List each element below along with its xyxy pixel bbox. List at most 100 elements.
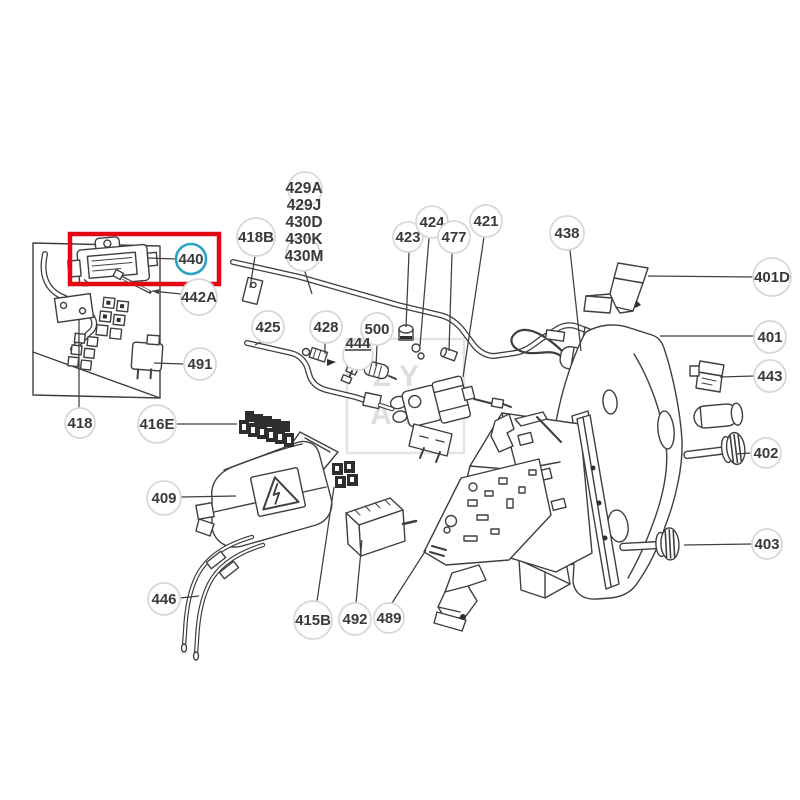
part-label-491: 491 — [183, 347, 217, 381]
leader-line — [391, 549, 427, 604]
part-label-421: 421 — [469, 204, 503, 238]
part-label-401: 401 — [753, 320, 787, 354]
label-circle — [342, 339, 374, 371]
part-label-409: 409 — [146, 480, 182, 516]
part-425-pipe — [244, 340, 395, 412]
highlight-layer — [67, 231, 222, 287]
label-circle — [752, 257, 792, 297]
label-text: 477 — [441, 229, 466, 246]
leader-lines — [78, 236, 755, 604]
leader-line — [153, 362, 185, 365]
label-circle — [309, 310, 343, 344]
part-label-423: 423 — [392, 221, 424, 253]
part-label-418: 418 — [64, 407, 96, 439]
label-text: 401 — [757, 329, 782, 346]
label-circle — [338, 602, 372, 636]
part-491-relay — [130, 334, 164, 380]
label-circle — [183, 347, 217, 381]
label-text: 403 — [754, 536, 779, 553]
label-circle — [146, 480, 182, 516]
label-text: 430M — [285, 248, 324, 265]
label-text: 500 — [364, 321, 389, 338]
part-401d-bracket — [583, 262, 649, 314]
part-lower-bracket — [433, 564, 487, 632]
leader-line — [355, 539, 363, 604]
label-text: 401D — [754, 269, 790, 286]
label-text: 402 — [753, 445, 778, 462]
label-text: 425 — [255, 319, 280, 336]
leader-line — [249, 255, 256, 289]
part-label-402: 402 — [750, 437, 782, 469]
label-circle — [251, 310, 285, 344]
label-text: 424 — [419, 214, 445, 231]
part-446-wires — [180, 534, 266, 661]
leader-line — [683, 543, 753, 546]
part-label-489: 489 — [373, 602, 405, 634]
part-label-443: 443 — [753, 359, 787, 393]
part-label-500: 500 — [360, 312, 394, 346]
label-circle — [753, 359, 787, 393]
highlight-box-440 — [67, 231, 222, 287]
part-428-fitting — [301, 346, 336, 366]
leader-line — [448, 252, 453, 352]
part-440-switch — [67, 236, 159, 287]
watermark-letter: Y — [399, 360, 419, 393]
label-circle — [147, 582, 181, 616]
label-text: 438 — [554, 225, 579, 242]
part-label-444: 444 — [342, 335, 374, 371]
part-label-416E: 416E — [137, 404, 177, 444]
part-423-fitting — [398, 324, 414, 341]
label-text: 444 — [345, 335, 371, 352]
part-489-board-assembly — [423, 411, 620, 590]
part-label-418B: 418B — [236, 217, 276, 257]
leader-line — [647, 275, 754, 278]
label-text: 430K — [285, 231, 323, 248]
label-circle — [236, 217, 276, 257]
leader-line — [180, 495, 237, 498]
label-circle — [64, 407, 96, 439]
label-text: 428 — [313, 319, 338, 336]
highlight-circle-440 — [174, 242, 208, 276]
label-text: 409 — [151, 490, 176, 507]
part-label-415B: 415B — [293, 600, 333, 640]
part-label-492: 492 — [338, 602, 372, 636]
label-circle — [751, 528, 783, 560]
part-label-428: 428 — [309, 310, 343, 344]
label-circle — [373, 602, 405, 634]
label-text: 415B — [295, 612, 331, 629]
leader-line — [419, 237, 430, 347]
label-text: 418B — [238, 229, 274, 246]
label-text: 430D — [285, 214, 322, 231]
part-424-fitting — [411, 343, 425, 360]
label-text: 491 — [187, 356, 212, 373]
label-text: 489 — [376, 610, 401, 627]
part-label-477: 477 — [437, 220, 471, 254]
label-circle — [392, 221, 424, 253]
part-label-446: 446 — [147, 582, 181, 616]
label-text: 443 — [757, 368, 782, 385]
label-circle — [549, 215, 585, 251]
label-text: 492 — [342, 611, 367, 628]
leader-arrowhead — [152, 289, 160, 295]
label-circle — [285, 236, 321, 272]
leader-line — [147, 257, 177, 260]
leader-line — [405, 251, 410, 328]
part-label-438: 438 — [549, 215, 585, 251]
part-403-screw — [619, 527, 680, 561]
label-circle — [287, 171, 323, 207]
label-circle — [750, 437, 782, 469]
label-text: 429J — [287, 197, 321, 214]
label-circle — [180, 278, 218, 316]
label-text: 429A — [285, 180, 322, 197]
part-label-401D: 401D — [752, 257, 792, 297]
label-circle — [753, 320, 787, 354]
label-circle — [360, 312, 394, 346]
part-421-valve — [389, 375, 512, 463]
part-492-box — [345, 497, 418, 557]
part-416e-terminal — [239, 411, 294, 447]
part-418b-pipe — [230, 259, 600, 359]
label-circle — [437, 220, 471, 254]
